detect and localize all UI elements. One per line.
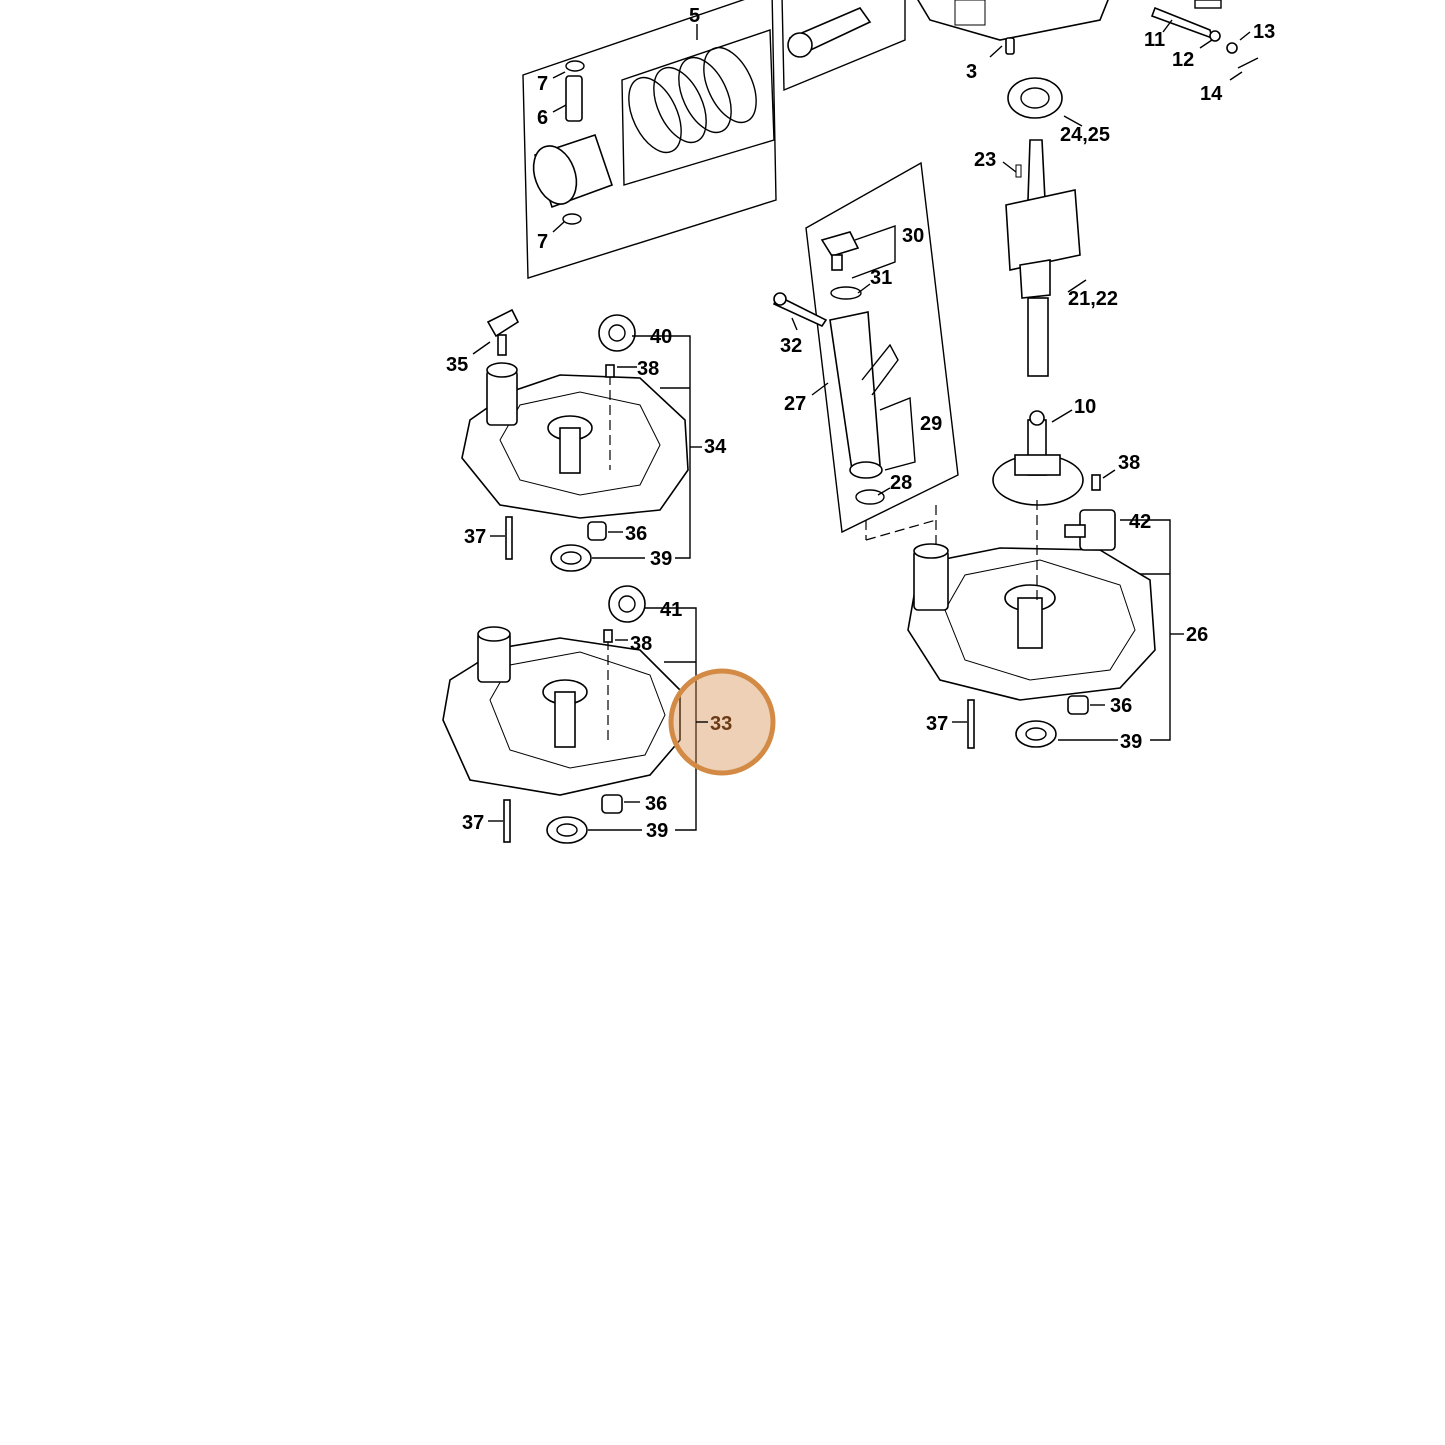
filler-tube: [829, 311, 899, 479]
bolt: [505, 516, 513, 560]
label-29: 29: [920, 413, 942, 435]
highlight-marker[interactable]: [668, 668, 776, 776]
crankcase-cover-34: [461, 308, 689, 572]
label-36-a: 36: [625, 523, 647, 545]
part-labels: 5 3 11 12 13 14 7 6 7 24,25 23 30 31 32 …: [446, 5, 1275, 842]
crankcase-cover-33: [442, 585, 681, 844]
seal-ring: [855, 489, 885, 505]
screw-38: [603, 629, 613, 643]
crankshaft: [1005, 139, 1081, 377]
label-30: 30: [902, 225, 924, 247]
label-6: 6: [537, 107, 548, 129]
label-38-c: 38: [1118, 452, 1140, 474]
dowel-pin: [1005, 37, 1015, 55]
label-21-22: 21,22: [1068, 288, 1118, 310]
label-32: 32: [780, 335, 802, 357]
piston-pin: [565, 60, 585, 122]
breather-gear-41: [608, 585, 646, 623]
label-39-c: 39: [1120, 731, 1142, 753]
label-28: 28: [890, 472, 912, 494]
label-38-b: 38: [630, 633, 652, 655]
label-41: 41: [660, 599, 682, 621]
dipstick-cap: [820, 231, 860, 271]
label-10: 10: [1074, 396, 1096, 418]
label-24-25: 24,25: [1060, 124, 1110, 146]
label-12: 12: [1172, 49, 1194, 71]
label-36-b: 36: [645, 793, 667, 815]
rocker-parts: [1150, 0, 1259, 69]
label-34: 34: [704, 436, 727, 458]
breather-42: [1064, 509, 1116, 551]
piston-rings: [628, 46, 757, 154]
seal-39: [550, 544, 592, 572]
connecting-rod-group: [781, 0, 906, 92]
leader-lines: [472, 19, 1251, 831]
seal-39: [546, 816, 588, 844]
label-40: 40: [650, 326, 672, 348]
oil-cap-35: [486, 308, 520, 356]
label-33: 33: [710, 713, 732, 735]
screw-38: [1091, 474, 1101, 491]
plug: [587, 521, 607, 541]
breather-gear-40: [598, 314, 636, 352]
circlip: [562, 213, 582, 225]
label-5: 5: [689, 5, 700, 27]
plug: [601, 794, 623, 814]
label-38-a: 38: [637, 358, 659, 380]
governor: [992, 410, 1084, 506]
label-39-b: 39: [646, 820, 668, 842]
bolt: [503, 799, 511, 843]
screw-38: [605, 364, 615, 378]
label-11: 11: [1144, 29, 1165, 51]
piston-group: [522, 0, 777, 279]
label-7-bottom: 7: [537, 231, 548, 253]
crankcase-cover-26: [907, 474, 1156, 749]
dipstick-group: [772, 161, 959, 545]
label-35: 35: [446, 354, 468, 376]
bearing: [1007, 77, 1063, 119]
seal-39: [1015, 720, 1057, 748]
label-27: 27: [784, 393, 806, 415]
label-37-b: 37: [462, 812, 484, 834]
bolt: [967, 699, 975, 749]
label-42: 42: [1129, 511, 1151, 533]
label-14: 14: [1200, 83, 1223, 105]
plug: [1067, 695, 1089, 715]
label-23: 23: [974, 149, 996, 171]
label-26: 26: [1186, 624, 1208, 646]
label-31: 31: [870, 267, 892, 289]
label-36-c: 36: [1110, 695, 1132, 717]
label-13: 13: [1253, 21, 1275, 43]
label-7-top: 7: [537, 73, 548, 95]
label-37-a: 37: [464, 526, 486, 548]
o-ring: [830, 286, 862, 300]
cylinder-fragment: [917, 0, 1109, 55]
label-39-a: 39: [650, 548, 672, 570]
label-3: 3: [966, 61, 977, 83]
label-37-c: 37: [926, 713, 948, 735]
screw: [772, 292, 828, 328]
piston: [532, 133, 614, 209]
